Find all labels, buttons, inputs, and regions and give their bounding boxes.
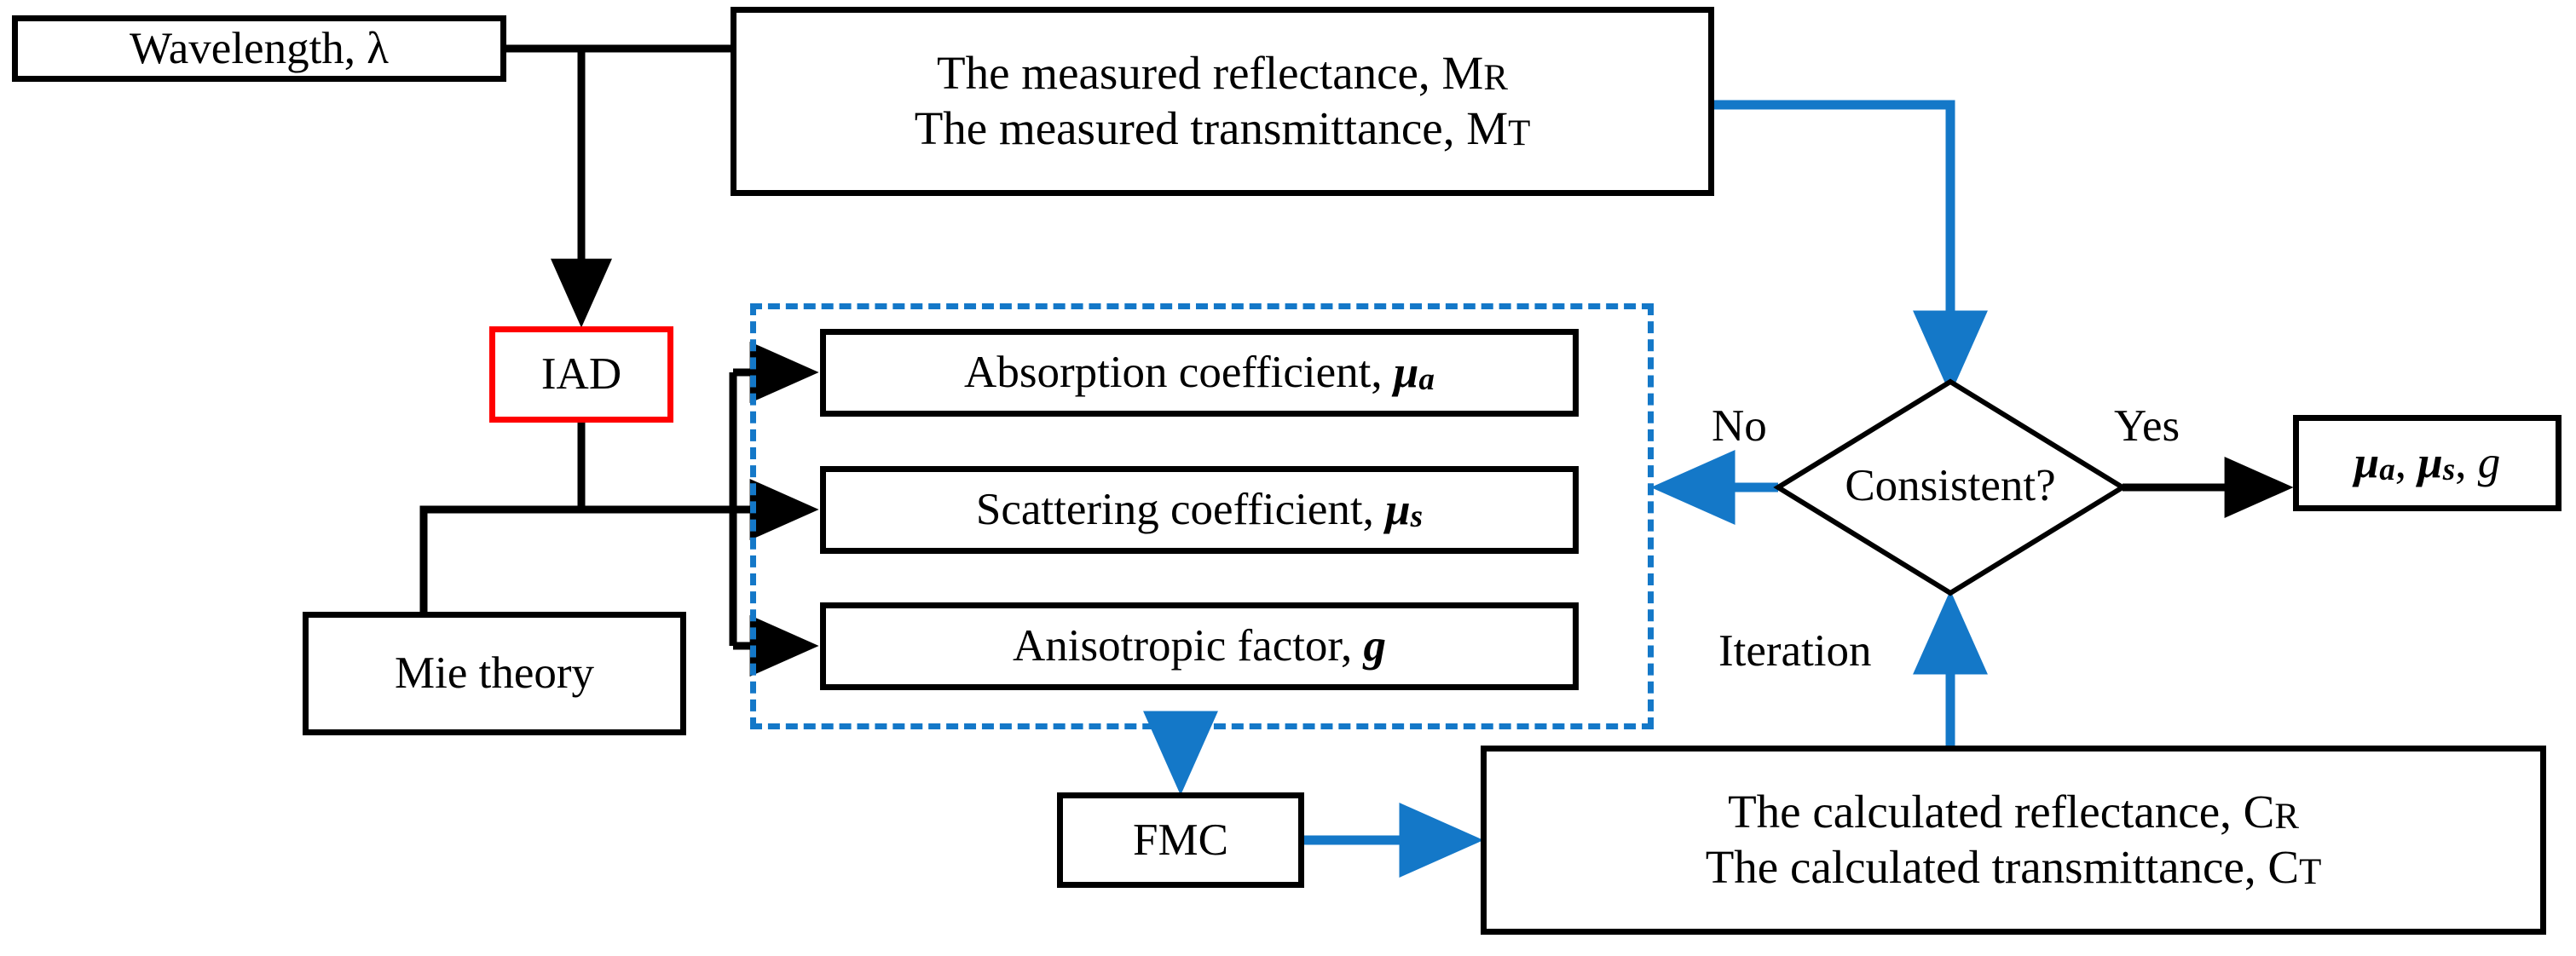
absorption-row: Absorption coefficient, μa bbox=[964, 346, 1435, 400]
scattering-subscript: s bbox=[1410, 499, 1424, 535]
anisotropic-symbol: g bbox=[1363, 621, 1386, 671]
result-mu-a-subscript: a bbox=[2379, 452, 2395, 488]
node-calculated-line1: The calculated reflectance, CR bbox=[1728, 785, 2299, 840]
node-calculated-line2: The calculated transmittance, CT bbox=[1706, 840, 2322, 896]
node-wavelength-label: Wavelength, λ bbox=[130, 23, 389, 73]
measured-transmittance-subscript: T bbox=[1508, 113, 1531, 154]
anisotropic-label: Anisotropic factor, bbox=[1013, 621, 1364, 671]
result-mu-s-subscript: s bbox=[2442, 452, 2456, 488]
node-absorption-coefficient[interactable]: Absorption coefficient, μa bbox=[820, 329, 1579, 417]
node-anisotropic-factor[interactable]: Anisotropic factor, g bbox=[820, 602, 1579, 690]
node-wavelength[interactable]: Wavelength, λ bbox=[12, 15, 506, 82]
decision-label: Consistent? bbox=[1845, 461, 2056, 510]
edge-label-no: No bbox=[1712, 401, 1767, 451]
retrieved-parameters-group bbox=[750, 303, 1654, 729]
measured-reflectance-text: The measured reflectance, M bbox=[937, 47, 1484, 100]
edge-label-yes: Yes bbox=[2114, 401, 2180, 451]
absorption-label: Absorption coefficient, bbox=[964, 348, 1394, 398]
measured-transmittance-text: The measured transmittance, M bbox=[914, 102, 1509, 154]
node-measured-values[interactable]: The measured reflectance, MR The measure… bbox=[731, 7, 1714, 196]
result-separator-2: , bbox=[2455, 438, 2478, 488]
node-mie-theory-label: Mie theory bbox=[394, 648, 595, 699]
calculated-transmittance-subscript: T bbox=[2299, 852, 2322, 893]
absorption-symbol: μ bbox=[1393, 348, 1419, 398]
node-fmc-label: FMC bbox=[1133, 815, 1228, 865]
result-separator-1: , bbox=[2394, 438, 2418, 488]
scattering-label: Scattering coefficient, bbox=[975, 485, 1386, 535]
node-scattering-coefficient[interactable]: Scattering coefficient, μs bbox=[820, 466, 1579, 554]
edge-measured-to-decision bbox=[1714, 100, 1988, 395]
measured-reflectance-subscript: R bbox=[1483, 58, 1508, 99]
scattering-row: Scattering coefficient, μs bbox=[976, 483, 1423, 537]
node-fmc[interactable]: FMC bbox=[1057, 792, 1304, 888]
node-measured-line2: The measured transmittance, MT bbox=[915, 101, 1531, 157]
node-iad-label: IAD bbox=[540, 349, 622, 400]
node-mie-theory[interactable]: Mie theory bbox=[303, 612, 686, 735]
node-calculated-values[interactable]: The calculated reflectance, CR The calcu… bbox=[1481, 746, 2546, 935]
edge-mie-to-bus bbox=[419, 505, 779, 612]
anisotropic-row: Anisotropic factor, g bbox=[1013, 619, 1386, 673]
calculated-reflectance-subscript: R bbox=[2274, 797, 2299, 838]
result-g-symbol: g bbox=[2477, 438, 2501, 488]
node-iad[interactable]: IAD bbox=[489, 326, 673, 423]
calculated-reflectance-text: The calculated reflectance, C bbox=[1728, 786, 2275, 838]
calculated-transmittance-text: The calculated transmittance, C bbox=[1705, 841, 2300, 893]
result-row: μa, μs, g bbox=[2354, 436, 2500, 490]
edge-label-iteration: Iteration bbox=[1718, 626, 1872, 676]
node-measured-line1: The measured reflectance, MR bbox=[937, 46, 1508, 101]
result-mu-a-symbol: μ bbox=[2354, 438, 2380, 488]
scattering-symbol: μ bbox=[1385, 485, 1411, 535]
node-result-parameters[interactable]: μa, μs, g bbox=[2293, 415, 2562, 511]
result-mu-s-symbol: μ bbox=[2417, 438, 2443, 488]
absorption-subscript: a bbox=[1418, 362, 1435, 398]
